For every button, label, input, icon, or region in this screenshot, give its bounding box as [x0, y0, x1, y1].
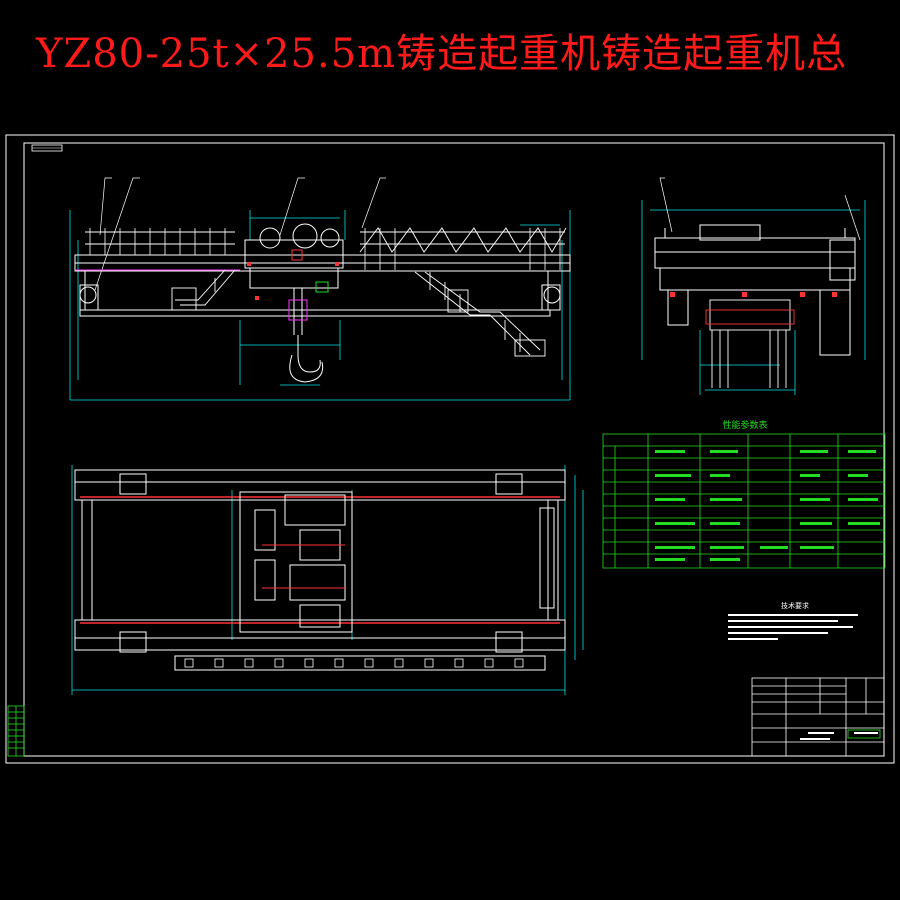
plan-frame [74, 469, 566, 671]
sheet-border [5, 134, 895, 764]
params-table-cells [655, 450, 880, 561]
plan-dimensions [71, 465, 584, 695]
performance-parameter-table: 性能参数表 [602, 419, 886, 569]
plan-view [71, 465, 584, 695]
end-carriages [79, 284, 561, 311]
side-elevation-view [641, 177, 866, 395]
front-elevation-view [69, 177, 571, 401]
front-leaders [94, 177, 386, 291]
technical-requirements: 技术要求 [728, 601, 858, 640]
front-markers [247, 262, 339, 300]
side-markers [670, 292, 837, 297]
tech-notes-title: 技术要求 [781, 601, 809, 610]
plan-trolley [239, 491, 353, 633]
title-block-text-marks [800, 732, 878, 740]
trolley [244, 223, 344, 293]
side-structure [654, 224, 856, 356]
side-dimensions [641, 200, 866, 395]
params-table-title: 性能参数表 [722, 419, 767, 431]
plan-bottom-markers [184, 658, 524, 668]
side-hook-block [705, 299, 795, 388]
left-stairway [171, 269, 236, 311]
left-railing-posts [89, 228, 226, 255]
front-dimensions [69, 210, 571, 401]
truss-posts [364, 228, 561, 270]
main-hook [288, 288, 324, 383]
title-block-accent [847, 729, 881, 739]
bridge-girder [74, 231, 571, 317]
drawing-title: YZ80-25t×25.5m铸造起重机铸造起重机总 [36, 31, 848, 77]
left-revision-strip [7, 705, 25, 757]
title-block [751, 677, 885, 757]
side-leaders [659, 177, 861, 241]
right-stairway [414, 271, 546, 357]
